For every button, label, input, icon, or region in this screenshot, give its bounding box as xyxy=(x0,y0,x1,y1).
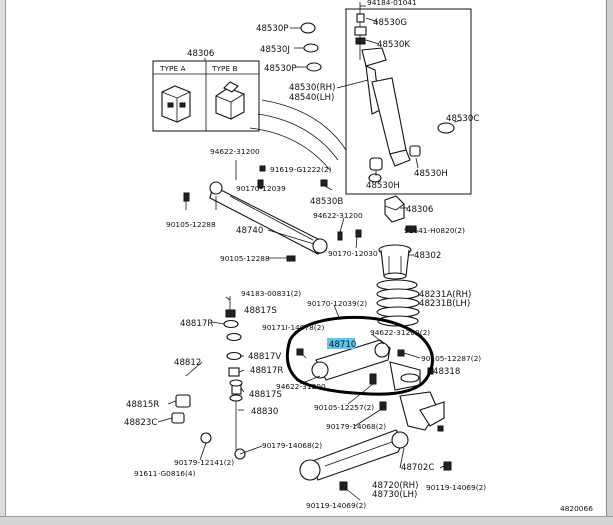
label-48231a-rh: 48231A(RH) xyxy=(419,290,471,300)
label-48740: 48740 xyxy=(236,226,263,236)
highlight-circle-marker xyxy=(285,315,434,396)
label-94622-b: 94622-31200 xyxy=(313,211,363,220)
highlight-48710 xyxy=(327,338,355,349)
window-frame-right-edge xyxy=(606,0,613,525)
label-48530h-a: 48530H xyxy=(366,181,400,191)
label-48306-inset: 48306 xyxy=(187,49,214,59)
label-48306-main: 48306 xyxy=(406,205,433,215)
label-48815r: 48815R xyxy=(126,400,159,410)
spring-insulator xyxy=(378,244,412,280)
shock-mount-bushings xyxy=(294,22,322,72)
frame-rail-lines xyxy=(249,99,347,171)
label-90170-c: 90170-12039(2) xyxy=(307,299,367,308)
label-48530-rh: 48530(RH) xyxy=(289,83,335,93)
label-91611: 91611-G0816(4) xyxy=(134,469,196,478)
label-48231b-lh: 48231B(LH) xyxy=(419,299,470,309)
label-90170-b: 90170-12030 xyxy=(328,249,378,258)
label-48530g: 48530G xyxy=(373,18,407,28)
label-48318: 48318 xyxy=(433,367,460,377)
label-48730-lh: 48730(LH) xyxy=(372,490,417,500)
lateral-control-rod xyxy=(209,181,328,255)
label-48817r-b: 48817R xyxy=(250,366,283,376)
label-48530c: 48530C xyxy=(446,114,479,124)
coil-spring xyxy=(376,279,420,327)
label-48530p-b: 48530P xyxy=(264,64,297,74)
window-frame-left-edge xyxy=(0,0,6,525)
bump-stopper-type-inset: TYPE A TYPE B xyxy=(152,60,260,132)
label-90105-c: 90105-12287(2) xyxy=(421,354,481,363)
label-48530b: 48530B xyxy=(310,197,343,207)
window-frame-bottom-edge xyxy=(0,516,613,525)
label-94183: 94183-00831(2) xyxy=(241,289,301,298)
lateral-rod-bolts xyxy=(183,165,362,262)
shock-absorber-callout-box xyxy=(345,8,472,195)
label-94622-a: 94622-31200 xyxy=(210,147,260,156)
stabilizer-link xyxy=(229,383,246,460)
label-90171: 90171I-14078(2) xyxy=(262,323,324,332)
label-94184: 94184-01041 xyxy=(367,0,417,7)
label-91641: 91641-H0820(2) xyxy=(404,226,465,235)
stabilizer-bushing-stack xyxy=(223,296,243,387)
label-48720-rh: 48720(RH) xyxy=(372,481,418,491)
label-94622-c: 94622-31200(2) xyxy=(370,328,430,337)
label-91619: 91619-G1222(2) xyxy=(270,165,332,174)
label-90179-c: 90179-12141(2) xyxy=(174,458,234,467)
leader-lines xyxy=(157,17,445,501)
label-90105-a: 90105-12288 xyxy=(166,220,216,229)
label-90119-a: 90119-14069(2) xyxy=(426,483,486,492)
part-number-labels: 94184-01041 48530P 48530G 48530J 48530K … xyxy=(124,0,593,513)
label-48817r-a: 48817R xyxy=(180,319,213,329)
type-b-bump-stopper xyxy=(215,81,245,120)
label-48830: 48830 xyxy=(251,407,278,417)
shock-absorber xyxy=(354,2,421,183)
label-48817s-b: 48817S xyxy=(249,390,282,400)
type-a-label: TYPE A xyxy=(159,64,186,73)
bushing-48530c xyxy=(437,122,455,134)
label-90179-a: 90179-14068(2) xyxy=(326,422,386,431)
label-90105-d: 90105-12257(2) xyxy=(314,403,374,412)
label-48823c: 48823C xyxy=(124,418,157,428)
label-90119-b: 90119-14069(2) xyxy=(306,501,366,510)
label-90170-a: 90170-12039 xyxy=(236,184,286,193)
label-48530h-b: 48530H xyxy=(414,169,448,179)
label-48710: 48710 xyxy=(329,340,356,350)
label-48302: 48302 xyxy=(414,251,441,261)
label-48530j: 48530J xyxy=(260,45,290,55)
lower-control-arm xyxy=(299,425,452,491)
label-48702c: 48702C xyxy=(401,463,434,473)
diagram-reference-number: 4820066 xyxy=(560,504,593,513)
label-48817s-a: 48817S xyxy=(244,306,277,316)
label-48812: 48812 xyxy=(174,358,201,368)
type-b-label: TYPE B xyxy=(211,64,238,73)
label-90105-b: 90105-12288 xyxy=(220,254,270,263)
label-48530p-a: 48530P xyxy=(256,24,289,34)
bump-stopper-48306 xyxy=(384,195,405,223)
bolt-91641 xyxy=(405,225,417,233)
label-48817v: 48817V xyxy=(248,352,281,362)
stabilizer-bar xyxy=(154,368,214,444)
label-94622-d: 94622-31200 xyxy=(276,382,326,391)
label-48530k: 48530K xyxy=(377,40,410,50)
type-a-bump-stopper xyxy=(161,85,191,123)
label-90179-b: 90179-14068(2) xyxy=(262,441,322,450)
axle-housing xyxy=(379,391,445,431)
label-48540-lh: 48540(LH) xyxy=(289,93,334,103)
